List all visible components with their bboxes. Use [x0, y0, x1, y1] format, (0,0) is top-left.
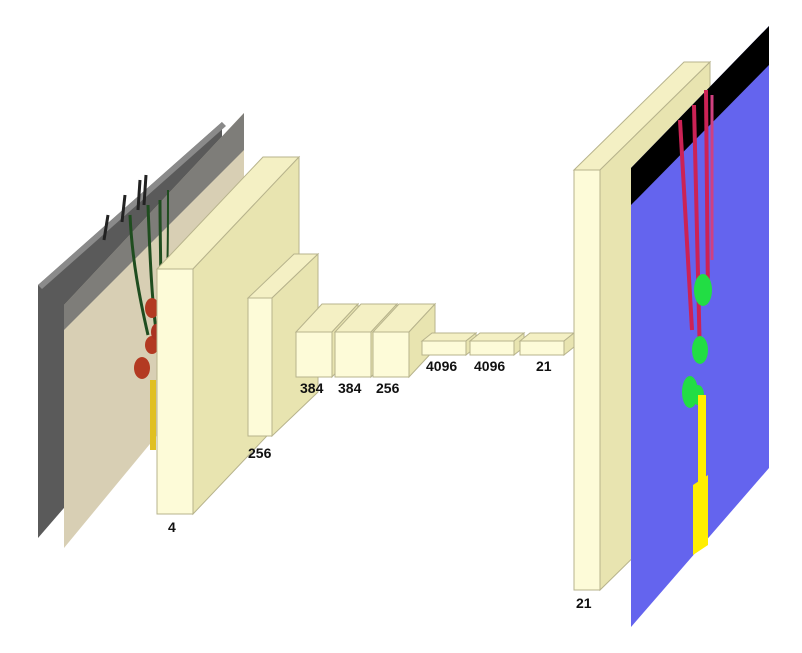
photo-top-shade — [64, 113, 244, 330]
layer-label-conv2: 256 — [248, 445, 272, 461]
segmentation-top-band — [631, 26, 769, 205]
layer-front-face — [519, 340, 565, 356]
layer-front-face — [156, 268, 194, 515]
layer-label-fc7: 4096 — [474, 358, 505, 374]
layer-front-face — [372, 331, 410, 378]
layer-label-conv4: 384 — [338, 380, 362, 396]
input-image-stack — [38, 113, 244, 548]
layer-block-conv2: 256 — [246, 252, 320, 461]
layer-block-input: 4 — [155, 155, 301, 535]
layer-label-conv5: 256 — [376, 380, 400, 396]
layer-front-face — [295, 331, 333, 378]
photo-content — [102, 174, 169, 450]
layer-block-fc7: 4096 — [468, 331, 526, 374]
layer-label-score: 21 — [536, 358, 552, 374]
layer-front-face — [469, 340, 515, 356]
layer-label-input: 4 — [168, 519, 176, 535]
segmentation-objects — [678, 89, 714, 555]
layer-front-face — [573, 169, 601, 591]
layer-front-face — [421, 340, 467, 356]
layer-label-conv3: 384 — [300, 380, 324, 396]
layer-block-fc6: 4096 — [420, 331, 478, 374]
layer-label-fc6: 4096 — [426, 358, 457, 374]
output-segmentation — [631, 26, 769, 627]
layer-label-upsample: 21 — [576, 595, 592, 611]
layer-front-face — [334, 331, 372, 378]
layer-front-face — [247, 297, 273, 437]
depth-panel-edge — [38, 122, 226, 289]
layer-block-score: 21 — [518, 331, 576, 374]
